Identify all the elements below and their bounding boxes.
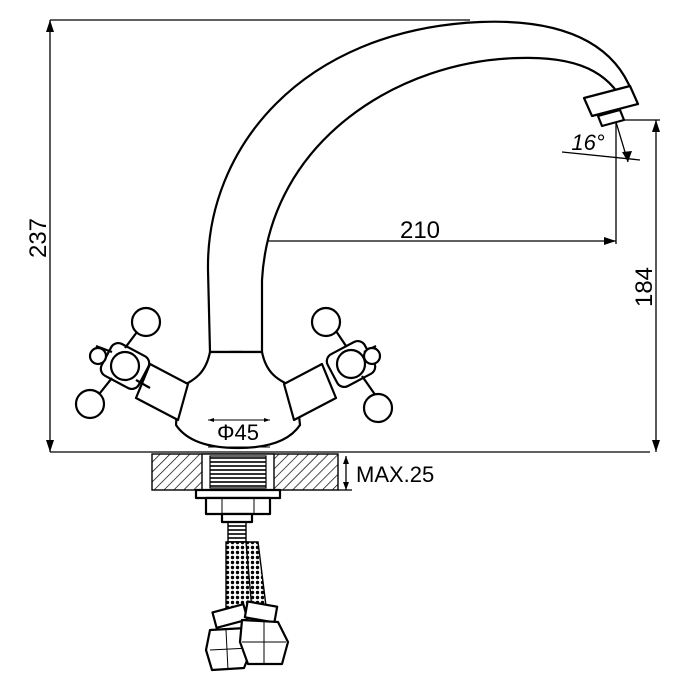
mount-thickness-label: MAX.25 [356, 462, 434, 487]
spout-angle-label: 16° [571, 130, 604, 155]
mounting-nut [194, 488, 282, 524]
dimension-spout-height: 184 [620, 119, 660, 452]
base-diameter-label: Φ45 [217, 420, 259, 445]
height-total-label: 237 [25, 218, 52, 258]
dimension-spout-angle: 16° [561, 121, 641, 163]
right-cross-handle [282, 306, 394, 424]
faucet-spout [206, 20, 640, 366]
height-spout-label: 184 [631, 267, 658, 307]
mounting-surface: MAX.25 [151, 453, 434, 491]
dimension-total-height: 237 [25, 19, 650, 453]
supply-hoses [204, 521, 290, 672]
reach-label: 210 [400, 217, 440, 244]
faucet-body: Φ45 [174, 350, 302, 450]
left-cross-handle [74, 306, 190, 422]
